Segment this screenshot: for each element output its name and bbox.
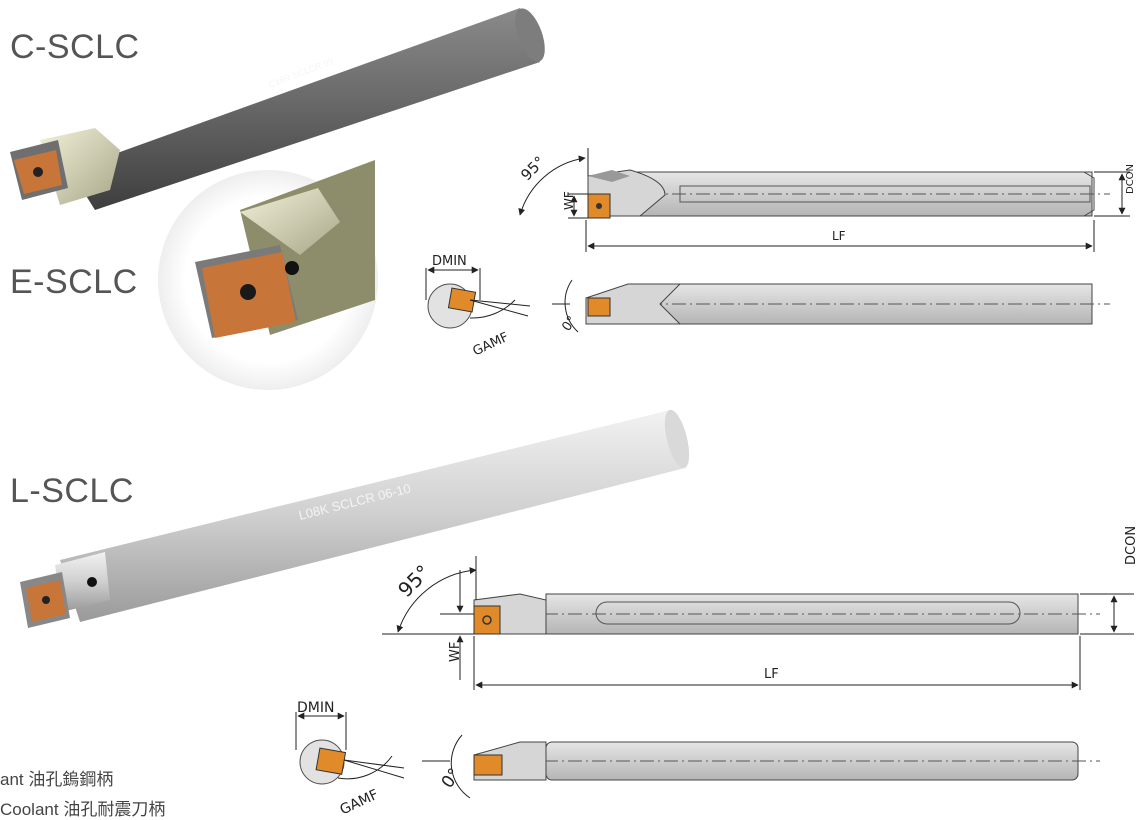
dcon-label: DCON [1125,164,1136,194]
l-dcon-label: DCON [1124,526,1139,565]
l-sclc-tool-render: L08K SCLCR 06-10 [20,409,690,628]
l-bottom-view-drawing: 0° [422,734,1100,799]
c-e-dim-wf: WF [562,191,588,219]
l-dim-lf: LF [473,636,1081,690]
l-dmin-label: DMIN [297,700,334,716]
l-dim-angle: 95° [393,556,477,633]
c-e-dim-angle: 95° [517,148,589,216]
l-dim-dcon: DCON [1080,526,1139,635]
e-sclc-zoom-render [158,160,378,390]
angle-0-label: 0° [559,314,580,335]
l-angle-95-label: 95° [393,560,435,602]
dmin-label: DMIN [432,254,467,269]
l-gamf-label: GAMF [338,787,382,813]
l-end-view-drawing: DMIN GAMF [295,700,405,813]
c-e-dim-lf: LF [585,220,1095,252]
label-e-sclc: E-SCLC [10,263,138,301]
l-dim-wf: WF [382,570,474,680]
footer-line-2: Coolant 油孔耐震刀柄 [0,800,166,819]
angle-95-label: 95° [517,153,549,185]
wf-label: WF [562,191,576,210]
label-c-sclc: C-SCLC [10,28,140,66]
label-l-sclc: L-SCLC [10,472,134,510]
gamf-label: GAMF [471,330,511,360]
c-e-side-view-drawing [587,169,1110,219]
lf-label: LF [832,229,846,243]
footer-line-1: ant 油孔鎢鋼柄 [0,770,114,789]
l-lf-label: LF [764,667,779,682]
c-sclc-tool-render: C16R SCLCR 09 [10,8,545,210]
l-side-view-drawing [473,593,1100,635]
l-angle-0-label: 0° [438,765,465,792]
c-e-bottom-view-drawing: 0° [552,279,1110,335]
c-e-dim-dcon: DCON [1094,164,1136,217]
l-wf-label: WF [448,642,463,662]
c-e-end-view-drawing: DMIN GAMF [425,254,531,360]
